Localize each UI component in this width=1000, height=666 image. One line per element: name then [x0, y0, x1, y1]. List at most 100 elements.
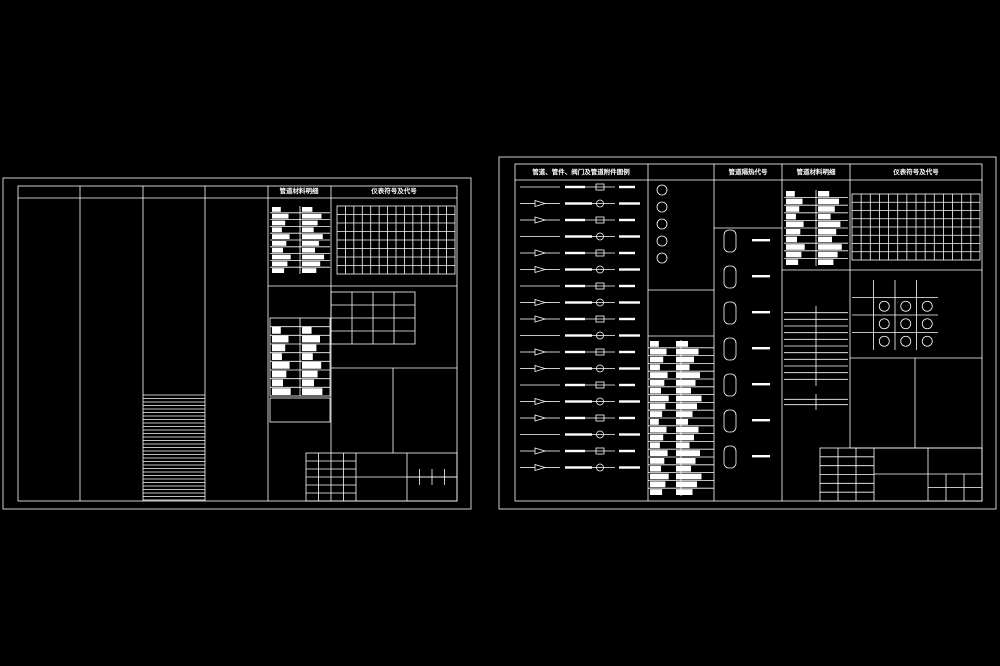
instrument-symbol-icon [921, 300, 933, 312]
legend-label [752, 311, 770, 314]
legend-label [565, 449, 585, 453]
fitting-symbol-icon [595, 348, 605, 356]
legend-label [676, 403, 697, 410]
right-material-table [784, 190, 848, 410]
legend-label [676, 426, 699, 433]
legend-label [565, 284, 585, 288]
legend-label [650, 434, 664, 441]
material-cell-text [786, 191, 795, 197]
material-cell-text [302, 379, 314, 387]
fitting-symbol-icon [596, 199, 604, 208]
material-cell-text [272, 362, 290, 369]
legend-label [650, 473, 669, 480]
material-cell-text [302, 353, 313, 360]
legend-label [565, 301, 592, 304]
right-legend-column-3 [648, 184, 714, 496]
material-cell-text [818, 236, 832, 243]
legend-label [619, 383, 635, 387]
legend-label [565, 466, 592, 469]
legend-label [565, 251, 585, 255]
legend-label [619, 350, 635, 354]
left-symbols-grid [337, 206, 455, 274]
fitting-symbol-icon [596, 298, 604, 307]
material-cell-text [302, 207, 313, 212]
material-cell-text [272, 213, 289, 219]
fitting-symbol-icon [595, 414, 605, 422]
legend-label [619, 334, 640, 337]
fitting-symbol-icon [595, 216, 605, 224]
material-cell-text [818, 229, 837, 235]
material-cell-text [786, 244, 805, 250]
material-cell-text [272, 227, 282, 233]
legend-label [676, 341, 688, 347]
vessel-symbol-icon [723, 445, 737, 469]
legend-label [676, 489, 693, 495]
right-material-title: 管道材料明细 [797, 167, 837, 176]
material-cell-text [786, 236, 797, 243]
legend-label [676, 348, 699, 355]
left-lower-table-2 [269, 397, 331, 423]
valve-symbol-icon [534, 447, 547, 455]
fitting-symbol-icon [596, 331, 604, 340]
legend-label [619, 251, 635, 255]
fitting-symbol-icon [596, 463, 604, 472]
material-cell-text [272, 268, 285, 273]
right-drawing-sheet [498, 156, 997, 510]
valve-symbol-icon [534, 315, 547, 323]
right-legend-column-4 [723, 229, 770, 469]
fitting-symbol-icon [595, 282, 605, 290]
instrument-symbol-icon [921, 335, 933, 347]
material-cell-text [272, 241, 287, 246]
legend-label [650, 341, 659, 347]
equipment-symbol-icon [656, 235, 668, 247]
valve-symbol-icon [534, 414, 547, 422]
equipment-symbol-icon [656, 184, 668, 196]
material-cell-text [272, 344, 286, 352]
legend-label [676, 387, 691, 394]
legend-label [565, 334, 592, 337]
material-cell-text [302, 213, 322, 219]
legend-label [650, 458, 665, 464]
legend-label [619, 202, 640, 205]
legend-label [619, 433, 640, 436]
material-cell-text [272, 247, 283, 253]
left-lower-table-grid [270, 318, 330, 396]
fitting-symbol-icon [595, 381, 605, 389]
left-material-table [270, 206, 330, 274]
legend-label [650, 387, 661, 394]
legend-label [676, 473, 702, 480]
legend-label [752, 455, 770, 458]
fitting-symbol-icon [596, 265, 604, 274]
material-cell-text [272, 379, 283, 387]
legend-label [650, 450, 668, 456]
vessel-symbol-icon [723, 409, 737, 433]
right-sheet-inner-border [514, 163, 983, 502]
valve-symbol-icon [534, 348, 547, 356]
legend-label [752, 239, 770, 242]
material-cell-text [302, 362, 322, 369]
material-cell-text [818, 213, 831, 220]
legend-label [676, 465, 691, 472]
equipment-symbol-icon [656, 201, 668, 213]
material-cell-text [302, 227, 314, 233]
legend-label [650, 426, 667, 433]
legend-label [752, 275, 770, 278]
legend-label [565, 400, 592, 403]
legend-label [565, 367, 592, 370]
material-cell-text [272, 207, 281, 212]
legend-label [619, 466, 640, 469]
legend-label [676, 364, 690, 371]
vessel-symbol-icon [723, 337, 737, 361]
instrument-symbol-icon [900, 318, 912, 330]
legend-label [565, 416, 585, 420]
right-sheet-outer-border [498, 156, 997, 510]
fitting-symbol-icon [595, 183, 605, 191]
right-insulation-title: 管道隔热代号 [729, 167, 769, 176]
material-cell-text [272, 353, 282, 360]
material-cell-text [818, 244, 842, 250]
instrument-symbol-icon [921, 318, 933, 330]
equipment-symbol-icon [656, 252, 668, 264]
legend-label [619, 317, 635, 321]
legend-label [752, 347, 770, 350]
instrument-symbol-icon [900, 335, 912, 347]
